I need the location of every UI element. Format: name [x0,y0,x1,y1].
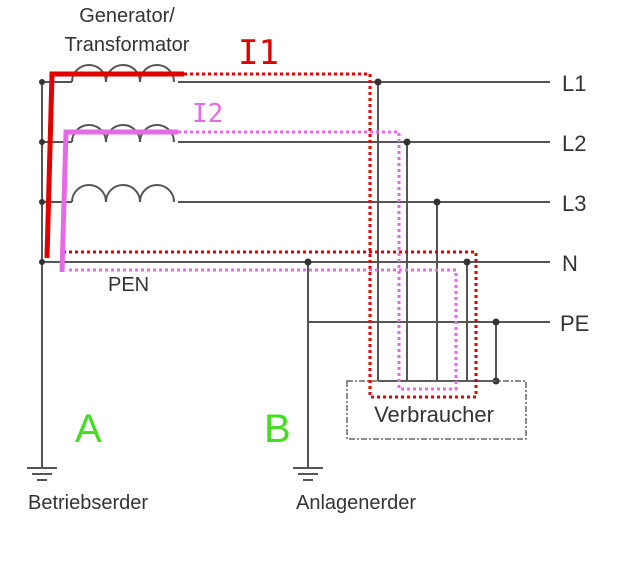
i2-dotted-path [66,130,458,391]
conductor-label-n: N [562,251,578,276]
junction-l3 [433,198,441,206]
i1-solid-path [44,71,184,259]
conductor-label-l3: L3 [562,191,586,216]
earth-symbol-a [27,467,57,481]
junction-l3-star [39,199,45,205]
i1-dotted-path [60,72,478,399]
junction-pe [492,318,500,326]
junction-l2-star [39,139,45,145]
pen-label: PEN [108,274,149,296]
junction-l2 [403,138,411,146]
junction-l1-star [39,79,45,85]
winding-l1 [71,64,175,83]
conductor-label-pe: PE [560,311,589,336]
current-label-i1: I1 [238,33,279,73]
i2-solid-path [59,129,178,273]
junction-n-star [39,259,45,265]
earth-symbol-b [293,467,323,481]
junction-dots [39,78,500,385]
source-label-line1: Generator/ [79,5,175,27]
winding-l3 [71,184,175,203]
current-label-i2: I2 [192,99,223,129]
earth-a-label: Betriebserder [28,492,148,514]
consumer-box [346,380,527,440]
junction-l1 [374,78,382,86]
junction-n-earth-b [304,258,312,266]
source-label-line2: Transformator [65,34,190,56]
consumer-label: Verbraucher [374,402,494,427]
marker-a: A [75,407,102,451]
conductor-label-l1: L1 [562,71,586,96]
winding-l2 [71,124,175,143]
junction-n [463,258,471,266]
marker-b: B [264,407,291,451]
conductor-label-l2: L2 [562,131,586,156]
earth-b-label: Anlagenerder [296,492,416,514]
current-path-i1 [44,71,478,399]
wiring [27,64,550,481]
current-path-i2 [59,129,458,391]
pen-gap [43,276,67,444]
